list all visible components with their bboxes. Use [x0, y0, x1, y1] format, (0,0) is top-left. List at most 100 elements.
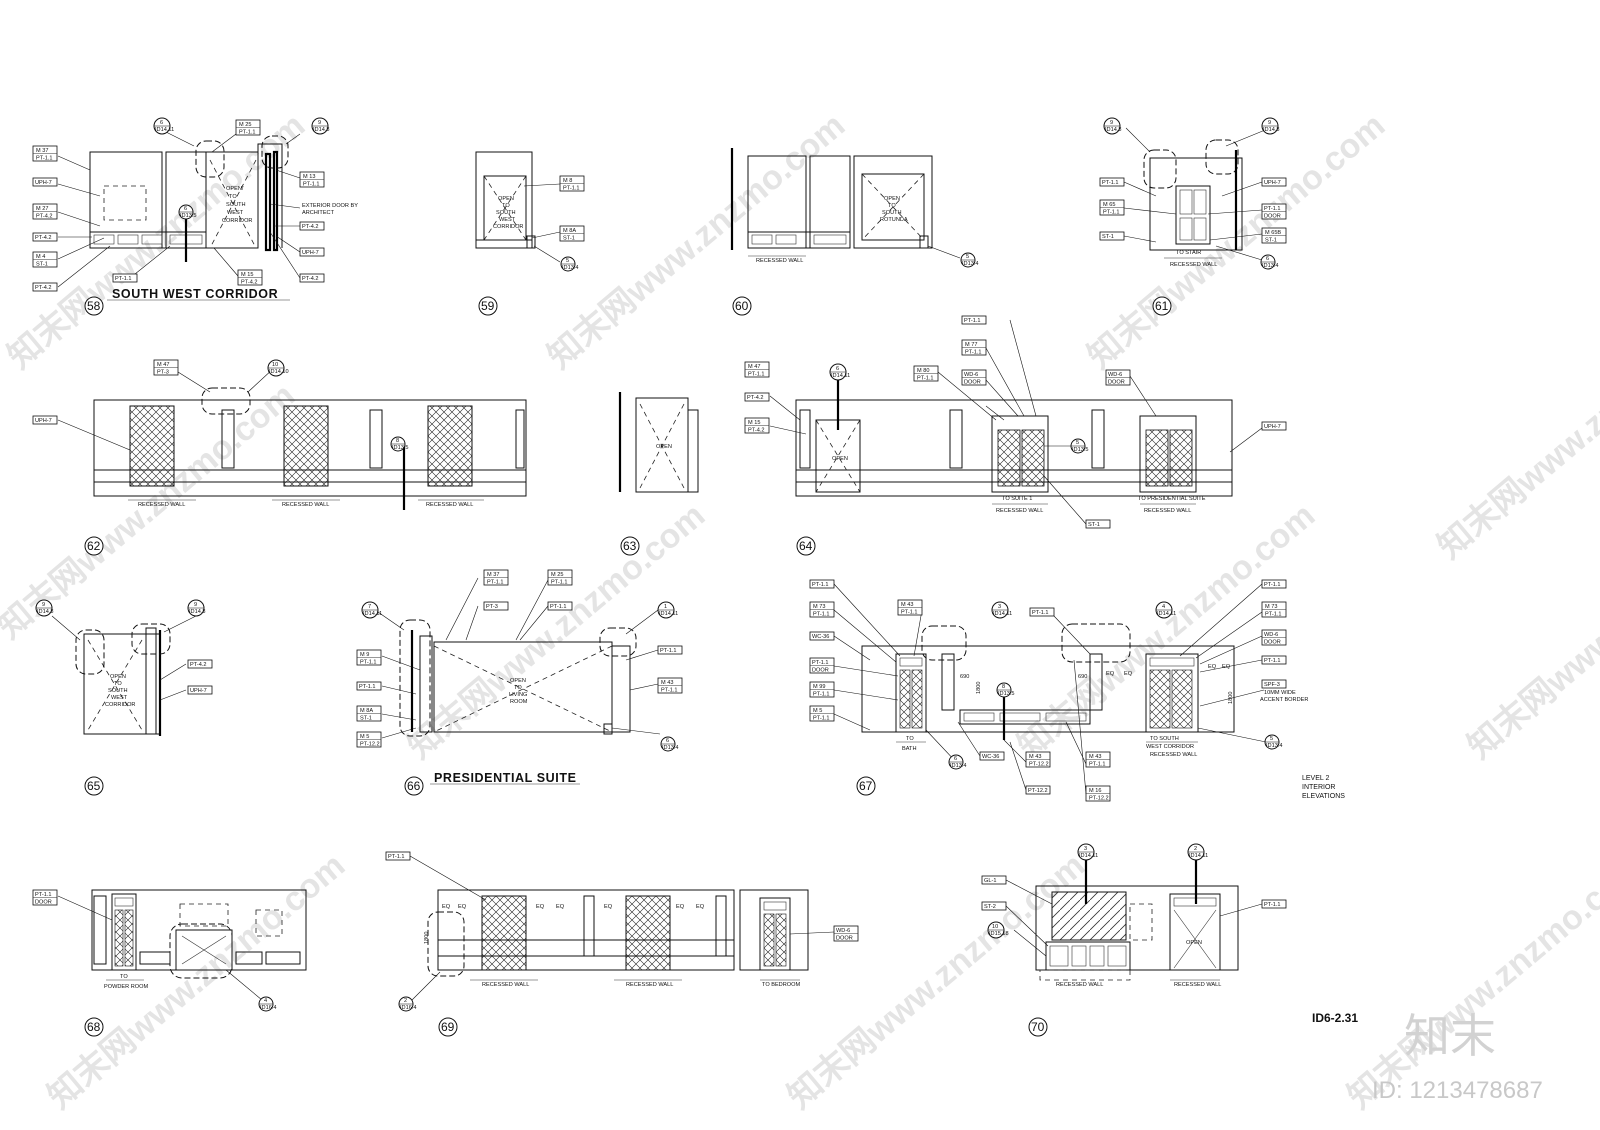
svg-text:OPEN: OPEN: [498, 196, 514, 202]
svg-text:62: 62: [87, 539, 101, 553]
svg-text:DOOR: DOOR: [836, 936, 853, 942]
svg-text:PT-1.1: PT-1.1: [964, 318, 980, 324]
svg-text:6: 6: [666, 738, 669, 744]
svg-text:PT-1.1: PT-1.1: [487, 580, 503, 586]
svg-text:M 8A: M 8A: [563, 228, 576, 234]
svg-text:WC-36: WC-36: [982, 754, 999, 760]
svg-text:8: 8: [396, 438, 399, 444]
svg-text:PT-1.1: PT-1.1: [813, 716, 829, 722]
tag-pt3: PT-3: [483, 601, 509, 611]
svg-text:OPEN: OPEN: [832, 456, 848, 462]
svg-text:OPEN: OPEN: [884, 196, 900, 202]
svg-text:1800: 1800: [424, 932, 430, 944]
watermark-text: 知末网www.znzmo.com: [1431, 296, 1600, 566]
title-south-west-corridor: SOUTH WEST CORRIDOR: [112, 287, 278, 301]
elevation-number-62: 62: [84, 536, 104, 556]
svg-text:WD-6: WD-6: [964, 372, 978, 378]
svg-text:WEST: WEST: [227, 210, 244, 216]
title-presidential-suite: PRESIDENTIAL SUITE: [434, 771, 577, 785]
tag-uph7: UPH-7: [32, 415, 58, 425]
watermark-text: 知末网www.znzmo.com: [781, 846, 1092, 1116]
svg-text:ID14.11: ID14.11: [831, 373, 850, 379]
tag-wc36: WC-36: [809, 631, 835, 641]
watermark-text: 知末网www.znzmo.com: [1341, 846, 1600, 1116]
svg-text:TO: TO: [906, 736, 914, 742]
svg-text:6: 6: [184, 206, 187, 212]
svg-text:10: 10: [272, 362, 278, 368]
svg-text:SPF-3: SPF-3: [1264, 682, 1280, 688]
tag-pt11: PT-1.1: [1261, 655, 1287, 665]
svg-text:UPH-7: UPH-7: [35, 180, 52, 186]
svg-text:M 47: M 47: [748, 364, 760, 370]
svg-text:PT-1.1: PT-1.1: [1264, 582, 1280, 588]
svg-text:ID14.8: ID14.8: [189, 609, 205, 615]
svg-text:RECESSED WALL: RECESSED WALL: [1150, 752, 1197, 758]
svg-text:RECESSED WALL: RECESSED WALL: [282, 502, 329, 508]
elevation-number-60: 60: [732, 296, 752, 316]
svg-text:PT-1.1: PT-1.1: [1032, 610, 1048, 616]
svg-text:UPH-7: UPH-7: [302, 250, 319, 256]
svg-text:PT-4.2: PT-4.2: [747, 395, 763, 401]
tag-m9: M 9PT-1.1: [356, 649, 382, 666]
svg-text:SOUTH: SOUTH: [226, 202, 246, 208]
svg-text:66: 66: [407, 779, 421, 793]
svg-text:PT-4.2: PT-4.2: [35, 285, 51, 291]
svg-text:OPEN: OPEN: [110, 674, 126, 680]
svg-text:M 65: M 65: [1103, 202, 1115, 208]
svg-text:4: 4: [1162, 604, 1165, 610]
svg-text:PT-1.1: PT-1.1: [1102, 180, 1118, 186]
tag-m5: M 5PT-1.1: [809, 705, 835, 722]
svg-text:BATH: BATH: [902, 746, 917, 752]
svg-text:WC-36: WC-36: [812, 634, 829, 640]
svg-text:CORRIDOR: CORRIDOR: [222, 218, 252, 224]
svg-text:PT-1.1: PT-1.1: [115, 276, 131, 282]
svg-text:RECESSED WALL: RECESSED WALL: [426, 502, 473, 508]
svg-text:M 27: M 27: [36, 206, 48, 212]
svg-text:UPH-7: UPH-7: [1264, 424, 1281, 430]
svg-text:6: 6: [954, 756, 957, 762]
svg-text:M 43: M 43: [661, 680, 673, 686]
svg-text:DOOR: DOOR: [812, 668, 829, 674]
svg-text:2: 2: [1194, 846, 1197, 852]
svg-text:PT-4.2: PT-4.2: [302, 276, 318, 282]
svg-text:PT-1.1: PT-1.1: [748, 372, 764, 378]
svg-text:SOUTH: SOUTH: [882, 210, 902, 216]
svg-text:EQ: EQ: [556, 904, 565, 910]
tag-st2: ST-2: [981, 901, 1007, 911]
svg-text:10: 10: [992, 924, 998, 930]
svg-text:M 15: M 15: [241, 272, 253, 278]
svg-text:EQ: EQ: [536, 904, 545, 910]
tag-m5: M 5PT-12.2: [356, 731, 382, 748]
svg-text:ROOM: ROOM: [510, 699, 528, 705]
svg-text:PT-1.1: PT-1.1: [812, 660, 828, 666]
svg-text:PT-1.1: PT-1.1: [36, 156, 52, 162]
svg-text:ST-1: ST-1: [360, 716, 372, 722]
tag-st1: ST-1: [1099, 231, 1125, 241]
svg-text:PT-1.1: PT-1.1: [812, 582, 828, 588]
elevation-number-70: 70: [1028, 1017, 1048, 1037]
svg-text:PT-3: PT-3: [157, 370, 169, 376]
svg-text:9: 9: [318, 120, 321, 126]
svg-text:GL-1: GL-1: [984, 878, 996, 884]
svg-text:M 25: M 25: [239, 122, 251, 128]
svg-text:PT-4.2: PT-4.2: [35, 235, 51, 241]
svg-text:PT-4.2: PT-4.2: [36, 214, 52, 220]
svg-text:WD-6: WD-6: [1108, 372, 1122, 378]
tag-uph7: UPH-7: [1261, 421, 1287, 431]
svg-text:TO: TO: [120, 974, 128, 980]
